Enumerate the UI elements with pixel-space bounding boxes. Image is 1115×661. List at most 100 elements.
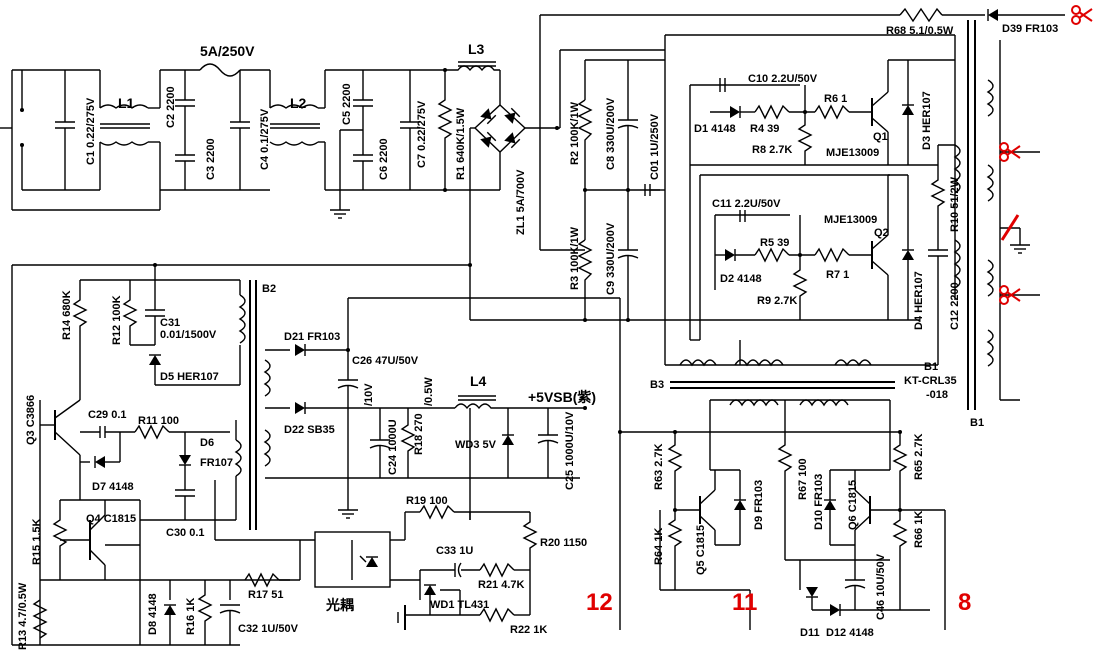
label-r13: R13 4.7/0.5W (17, 582, 29, 650)
label-l2: L2 (290, 95, 307, 111)
label-c33: C33 1U (436, 545, 473, 557)
label-r6: R6 1 (824, 93, 847, 105)
label-d2: D2 4148 (720, 273, 762, 285)
label-q3: Q3 C3866 (25, 395, 37, 445)
label-l3: L3 (468, 41, 485, 57)
label-r7: R7 1 (826, 269, 849, 281)
label-r2: R2 100K/1W (569, 101, 581, 165)
label-n8: 8 (958, 589, 971, 616)
label-c1: C1 0.22/275V (85, 97, 97, 165)
label-d6a: D6 (200, 437, 214, 449)
label-d39: D39 FR103 (1002, 23, 1058, 35)
label-d6b: FR107 (200, 457, 233, 469)
label-r5: R5 39 (760, 237, 789, 249)
label-l4: L4 (470, 373, 487, 389)
label-r1: R1 640K/1.5W (455, 107, 467, 180)
bridge-rectifier (469, 104, 560, 320)
scissors-icon (1071, 5, 1093, 25)
label-d1: D1 4148 (694, 123, 736, 135)
label-r65: R65 2.7K (913, 433, 925, 480)
label-r17: R17 51 (248, 589, 283, 601)
label-c4: C4 0.1/275V (259, 108, 271, 170)
label-q1: Q1 (873, 131, 888, 143)
label-r19: R19 100 (406, 495, 448, 507)
label-r9: R9 2.7K (757, 295, 797, 307)
label-q2: Q2 (874, 227, 889, 239)
label-d22: D22 SB35 (284, 424, 335, 436)
label-r15: R15 1.5K (31, 518, 43, 565)
label-r12: R12 100K (111, 295, 123, 345)
label-c31a: C31 (160, 317, 180, 329)
label-c32: C32 1U/50V (238, 623, 299, 635)
label-optocoupler: 光耦 (325, 597, 354, 613)
label-d3: D3 HER107 (921, 91, 933, 150)
label-mje2: MJE13009 (824, 214, 877, 226)
label-r3: R3 100K/1W (569, 226, 581, 290)
label-c10: C10 2.2U/50V (748, 73, 818, 85)
label-r4: R4 39 (750, 123, 779, 135)
label-d21: D21 FR103 (284, 331, 340, 343)
label-zl1: ZL1 5A/700V (515, 169, 527, 235)
label-d5: D5 HER107 (160, 371, 219, 383)
label-r10: R10 51/2W (949, 176, 961, 232)
label-c11: C11 2.2U/50V (712, 198, 781, 210)
label-n11: 11 (732, 589, 757, 616)
label-r64: R64 1K (653, 528, 665, 565)
bulk-capacitors (470, 59, 920, 322)
driver-section (618, 381, 946, 630)
transformer-b1 (953, 5, 1093, 410)
label-d9: D9 FR103 (753, 480, 765, 530)
cut-mark-icon (1000, 214, 1020, 241)
label-r18: R18 270 (413, 413, 425, 455)
label-c7: C7 0.22/275V (416, 100, 428, 168)
label-c12: C12 2200 (949, 282, 961, 330)
label-q6: Q6 C1815 (847, 480, 859, 530)
component-labels: L1 5A/250V L2 L3 L4 C1 0.22/275V C2 2200… (17, 23, 1058, 650)
label-c26: C26 47U/50V (352, 355, 419, 367)
label-r68: R68 5.1/0.5W (886, 25, 954, 37)
emi-filter (0, 61, 501, 219)
label-r11: R11 100 (138, 415, 179, 427)
label-b1a: B1 (924, 361, 938, 373)
label-b1c: -018 (926, 389, 948, 401)
label-c2: C2 2200 (165, 86, 177, 128)
label-c29: C29 0.1 (88, 409, 127, 421)
label-r66: R66 1K (913, 511, 925, 548)
label-c24: C24 1000U (387, 419, 399, 475)
label-r18b: /0.5W (423, 377, 435, 406)
top-rail (539, 7, 1065, 250)
label-c01: C01 1U/250V (649, 113, 661, 180)
label-c26b: /10V (363, 383, 375, 406)
label-c9: C9 330U/200V (605, 222, 617, 295)
label-b3: B3 (650, 379, 664, 391)
label-d7: D7 4148 (92, 481, 134, 493)
label-c3: C3 2200 (205, 138, 217, 180)
standby-secondary (263, 297, 621, 630)
label-wd1: WD1 TL431 (430, 599, 489, 611)
label-vsb: +5VSB(紫) (528, 389, 596, 405)
label-c31b: 0.01/1500V (160, 329, 217, 341)
label-c6: C6 2200 (378, 138, 390, 180)
label-l1: L1 (118, 95, 135, 111)
label-mje1: MJE13009 (826, 147, 879, 159)
label-c5: C5 2200 (341, 83, 353, 125)
label-c25: C25 1000U/10V (564, 411, 576, 490)
label-b1b: KT-CRL35 (904, 375, 957, 387)
label-q4: Q4 C1815 (86, 513, 136, 525)
label-r67: R67 100 (797, 458, 809, 500)
label-c46: C46 10U/50V (875, 553, 887, 620)
label-wd3: WD3 5V (455, 439, 497, 451)
label-fuse: 5A/250V (200, 43, 255, 59)
label-r63: R63 2.7K (653, 443, 665, 490)
label-c8: C8 330U/200V (605, 97, 617, 170)
standby-section (11, 263, 472, 646)
label-c30: C30 0.1 (166, 527, 205, 539)
label-r16: R16 1K (185, 598, 197, 635)
label-d10: D10 FR103 (813, 474, 825, 530)
label-d8: D8 4148 (147, 593, 159, 635)
label-r8: R8 2.7K (752, 144, 792, 156)
label-b2: B2 (262, 283, 276, 295)
label-r21: R21 4.7K (478, 579, 525, 591)
label-r22: R22 1K (510, 624, 547, 636)
